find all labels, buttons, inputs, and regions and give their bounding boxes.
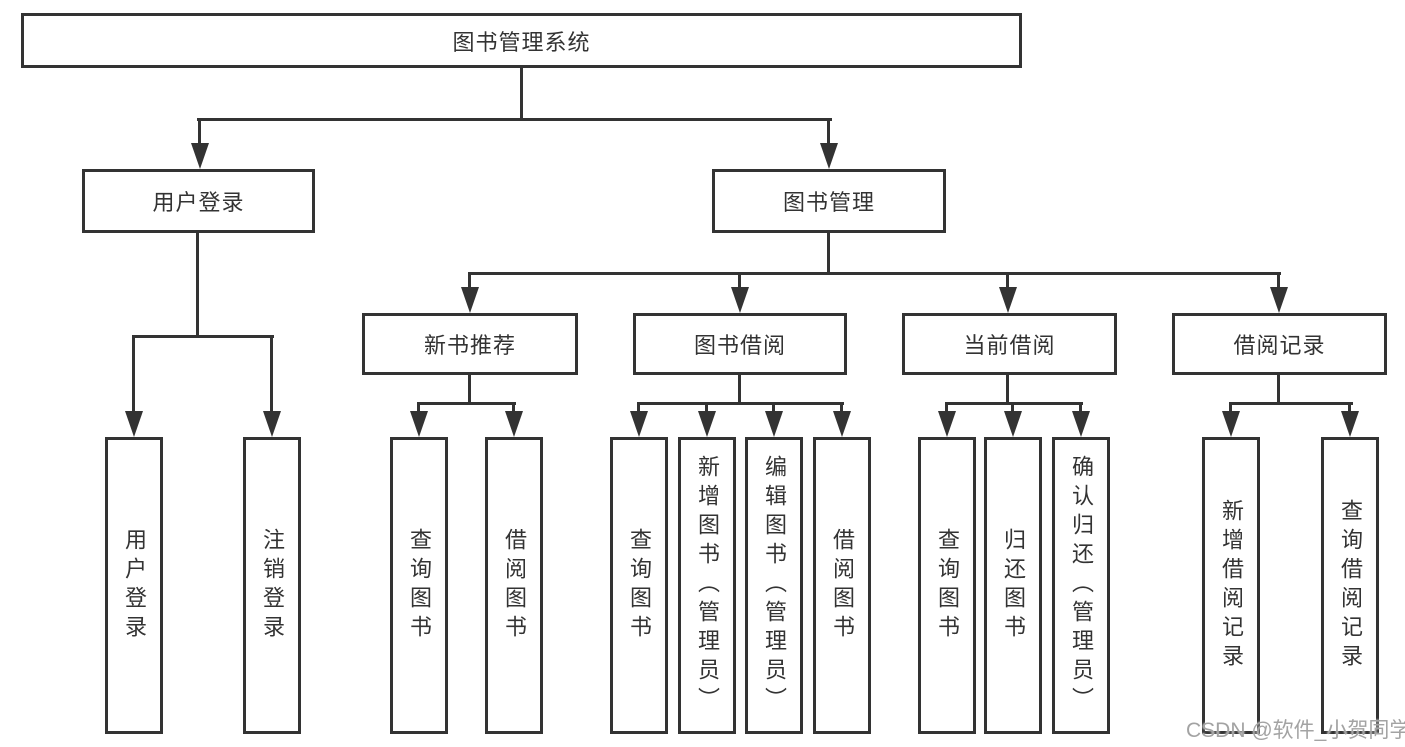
connector-line xyxy=(1277,272,1280,290)
connector-line xyxy=(520,66,523,120)
leaf-query-books-1-label: 查询图书 xyxy=(407,527,432,644)
node-current-borrow-label: 当前借阅 xyxy=(963,333,1056,358)
arrow-down-icon xyxy=(410,411,428,437)
leaf-user-login: 用户登录 xyxy=(105,437,163,734)
arrow-down-icon xyxy=(731,287,749,313)
arrow-down-icon xyxy=(698,411,716,437)
connector-line xyxy=(705,402,708,414)
connector-line xyxy=(840,402,843,414)
arrow-down-icon xyxy=(505,411,523,437)
connector-line xyxy=(945,402,948,414)
arrow-down-icon xyxy=(1270,287,1288,313)
connector-line xyxy=(198,118,201,146)
node-library-system-label: 图书管理系统 xyxy=(452,29,591,55)
leaf-query-books-2-label: 查询图书 xyxy=(627,527,652,644)
connector-line xyxy=(1229,402,1232,414)
arrow-down-icon xyxy=(1222,411,1240,437)
leaf-add-books-admin: 新增图书（管理员） xyxy=(678,437,736,734)
node-borrow-records: 借阅记录 xyxy=(1172,313,1387,375)
leaf-borrow-books-1-label: 借阅图书 xyxy=(502,527,527,644)
connector-line xyxy=(512,402,515,414)
connector-line xyxy=(468,272,1281,275)
connector-line xyxy=(1079,402,1082,414)
node-user-login-label: 用户登录 xyxy=(152,190,245,215)
node-current-borrow: 当前借阅 xyxy=(902,313,1117,375)
connector-line xyxy=(827,233,830,274)
connector-line xyxy=(637,402,640,414)
connector-line xyxy=(417,402,516,405)
connector-line xyxy=(1348,402,1351,414)
connector-line xyxy=(132,335,274,338)
node-book-borrow-label: 图书借阅 xyxy=(693,333,786,358)
connector-line xyxy=(196,233,199,338)
connector-line xyxy=(1229,402,1353,405)
connector-line xyxy=(738,375,741,405)
arrow-down-icon xyxy=(263,411,281,437)
connector-line xyxy=(945,402,1083,405)
connector-line xyxy=(197,118,832,121)
leaf-borrow-books-2: 借阅图书 xyxy=(813,437,871,734)
leaf-confirm-return-admin-label: 确认归还（管理员） xyxy=(1069,455,1094,716)
leaf-add-books-admin-label: 新增图书（管理员） xyxy=(695,455,720,716)
watermark: CSDN @软件_小贺同学 xyxy=(1186,719,1405,742)
node-book-management: 图书管理 xyxy=(712,169,946,233)
leaf-add-borrow-record: 新增借阅记录 xyxy=(1202,437,1260,734)
leaf-borrow-books-1: 借阅图书 xyxy=(485,437,543,734)
leaf-query-borrow-record: 查询借阅记录 xyxy=(1321,437,1379,734)
connector-line xyxy=(637,402,844,405)
leaf-edit-books-admin-label: 编辑图书（管理员） xyxy=(762,455,787,716)
node-user-login: 用户登录 xyxy=(82,169,315,233)
connector-line xyxy=(827,118,830,146)
leaf-add-borrow-record-label: 新增借阅记录 xyxy=(1219,498,1244,673)
leaf-return-books-label: 归还图书 xyxy=(1001,527,1026,644)
connector-line xyxy=(1006,272,1009,290)
arrow-down-icon xyxy=(461,287,479,313)
connector-line xyxy=(772,402,775,414)
node-new-book-recommend: 新书推荐 xyxy=(362,313,578,375)
connector-line xyxy=(468,272,471,290)
node-library-system: 图书管理系统 xyxy=(21,13,1022,68)
arrow-down-icon xyxy=(630,411,648,437)
leaf-return-books: 归还图书 xyxy=(984,437,1042,734)
node-book-borrow: 图书借阅 xyxy=(633,313,847,375)
leaf-borrow-books-2-label: 借阅图书 xyxy=(830,527,855,644)
arrow-down-icon xyxy=(125,411,143,437)
connector-line xyxy=(738,272,741,290)
connector-line xyxy=(1277,375,1280,405)
connector-line xyxy=(468,375,471,405)
leaf-query-borrow-record-label: 查询借阅记录 xyxy=(1338,498,1363,673)
node-borrow-records-label: 借阅记录 xyxy=(1233,333,1326,358)
arrow-down-icon xyxy=(191,143,209,169)
arrow-down-icon xyxy=(833,411,851,437)
arrow-down-icon xyxy=(999,287,1017,313)
connector-line xyxy=(132,335,135,414)
arrow-down-icon xyxy=(820,143,838,169)
connector-line xyxy=(1006,375,1009,405)
leaf-query-books-1: 查询图书 xyxy=(390,437,448,734)
connector-line xyxy=(1011,402,1014,414)
leaf-logout: 注销登录 xyxy=(243,437,301,734)
leaf-logout-label: 注销登录 xyxy=(260,527,285,644)
arrow-down-icon xyxy=(938,411,956,437)
leaf-confirm-return-admin: 确认归还（管理员） xyxy=(1052,437,1110,734)
arrow-down-icon xyxy=(1072,411,1090,437)
connector-line xyxy=(417,402,420,414)
leaf-query-books-3-label: 查询图书 xyxy=(935,527,960,644)
arrow-down-icon xyxy=(1004,411,1022,437)
arrow-down-icon xyxy=(1341,411,1359,437)
arrow-down-icon xyxy=(765,411,783,437)
node-new-book-recommend-label: 新书推荐 xyxy=(423,333,516,358)
leaf-query-books-2: 查询图书 xyxy=(610,437,668,734)
leaf-edit-books-admin: 编辑图书（管理员） xyxy=(745,437,803,734)
node-book-management-label: 图书管理 xyxy=(782,190,875,215)
leaf-user-login-label: 用户登录 xyxy=(122,527,147,644)
connector-line xyxy=(270,335,273,414)
leaf-query-books-3: 查询图书 xyxy=(918,437,976,734)
